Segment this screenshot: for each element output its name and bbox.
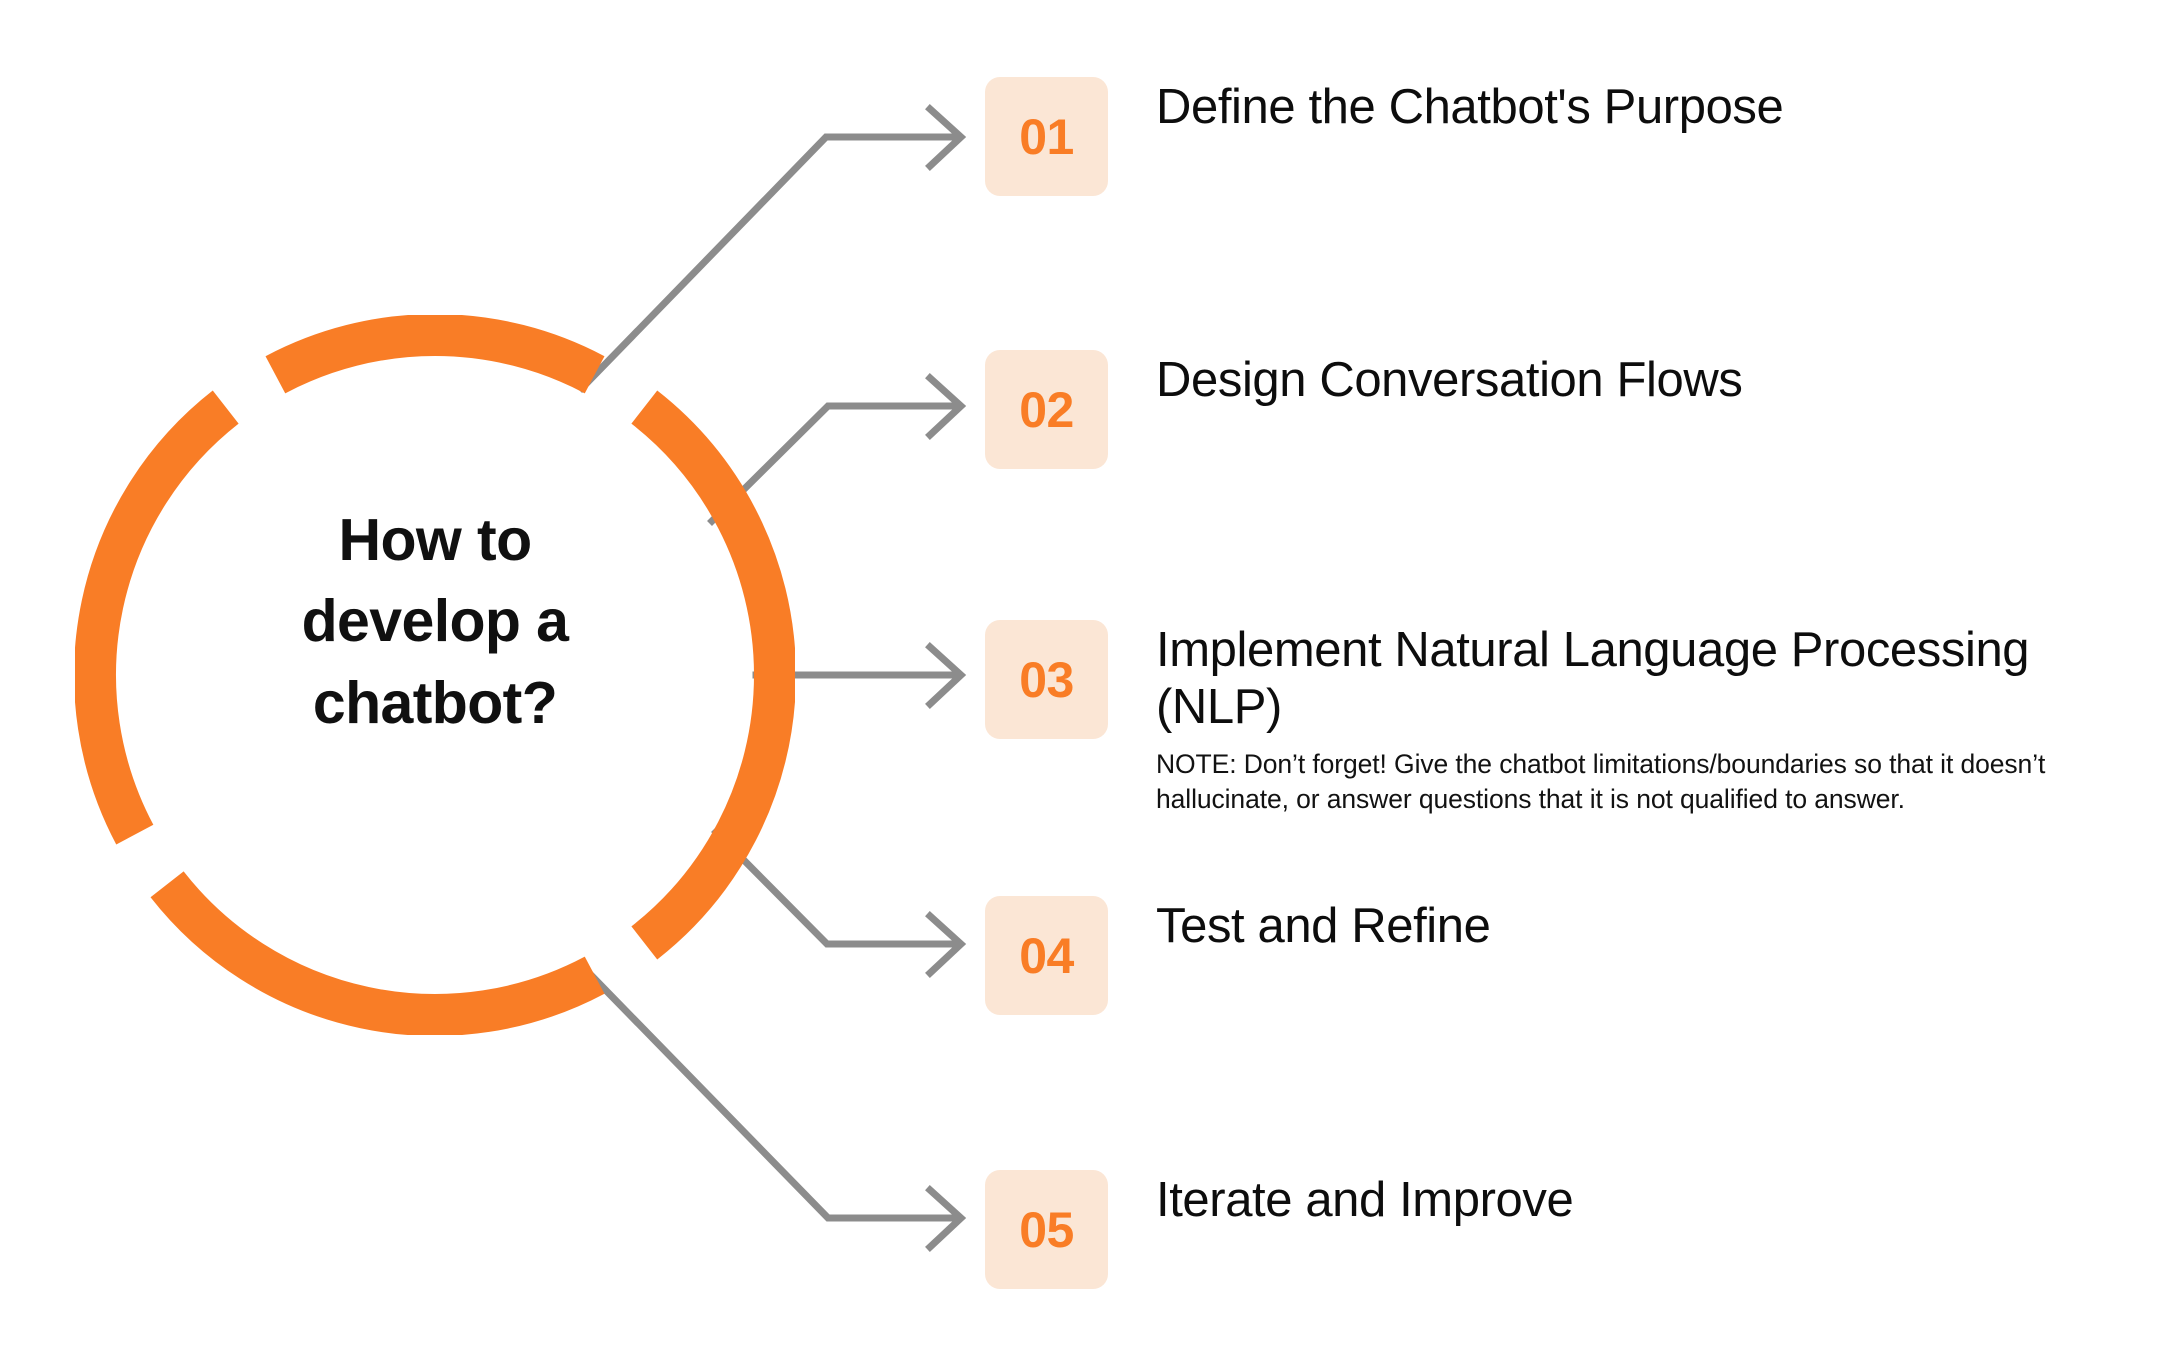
step-number-05: 05 — [1019, 1201, 1074, 1258]
step-badge-05: 05 — [985, 1170, 1108, 1289]
step-item-01[interactable]: 01 Define the Chatbot's Purpose — [985, 77, 1784, 196]
connector-step-02 — [707, 373, 967, 526]
step-badge-03: 03 — [985, 620, 1108, 739]
step-title-04: Test and Refine — [1156, 899, 1491, 953]
connector-step-05 — [583, 967, 967, 1252]
step-number-02: 02 — [1019, 381, 1074, 438]
step-title-02: Design Conversation Flows — [1156, 353, 1743, 407]
step-item-05[interactable]: 05 Iterate and Improve — [985, 1170, 1574, 1289]
segmented-ring-icon — [75, 315, 795, 1035]
step-badge-02: 02 — [985, 350, 1108, 469]
ring-segment-2 — [75, 390, 239, 845]
ring-segment-4 — [631, 390, 795, 960]
step-body-02: Design Conversation Flows — [1156, 350, 1743, 409]
ring-segment-3 — [150, 871, 605, 1035]
step-body-05: Iterate and Improve — [1156, 1170, 1574, 1229]
step-badge-01: 01 — [985, 77, 1108, 196]
step-note-03: NOTE: Don’t forget! Give the chatbot lim… — [1156, 748, 2046, 814]
step-item-03[interactable]: 03 Implement Natural Language Processing… — [985, 620, 2158, 817]
step-item-04[interactable]: 04 Test and Refine — [985, 896, 1491, 1015]
step-title-05: Iterate and Improve — [1156, 1173, 1574, 1227]
step-number-01: 01 — [1019, 108, 1074, 165]
connector-step-01 — [577, 104, 967, 393]
step-body-03: Implement Natural Language Processing (N… — [1156, 620, 2158, 817]
center-title: How to develop a chatbot? — [301, 507, 569, 736]
center-node: How to develop a chatbot? — [75, 315, 795, 1035]
step-title-03: Implement Natural Language Processing (N… — [1156, 623, 2030, 735]
step-body-04: Test and Refine — [1156, 896, 1491, 955]
step-title-01: Define the Chatbot's Purpose — [1156, 80, 1784, 134]
step-body-01: Define the Chatbot's Purpose — [1156, 77, 1784, 136]
step-item-02[interactable]: 02 Design Conversation Flows — [985, 350, 1743, 469]
step-number-03: 03 — [1019, 651, 1074, 708]
ring-segment-1 — [265, 315, 605, 394]
connector-step-04 — [711, 827, 967, 978]
step-badge-04: 04 — [985, 896, 1108, 1015]
step-number-04: 04 — [1019, 927, 1074, 984]
